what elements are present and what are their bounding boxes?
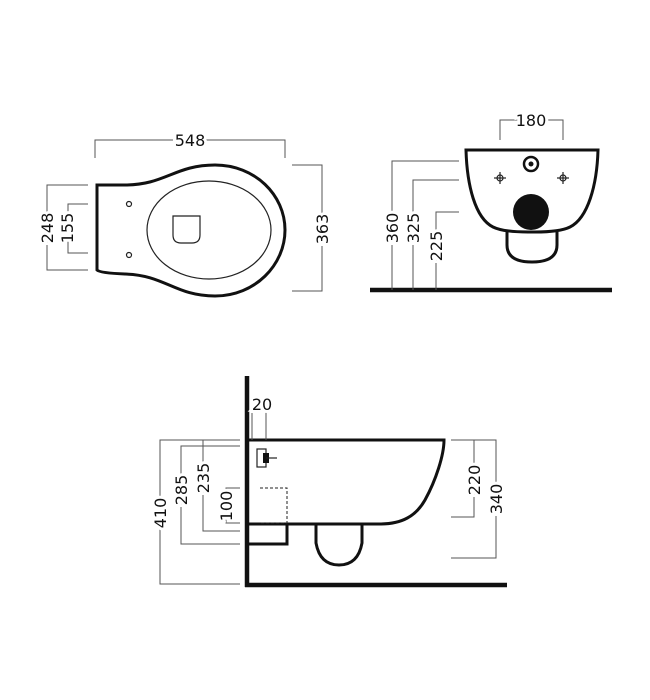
dim-548-line <box>94 139 286 158</box>
side-view: 20 410 285 235 100 220 340 <box>148 376 509 588</box>
top-view-fixing-hole-upper <box>125 200 133 208</box>
front-view-fixing-left <box>494 172 506 184</box>
dim-248-line <box>46 184 88 271</box>
dim-285-label: 285 <box>172 475 191 506</box>
dim-225-label: 225 <box>427 231 446 262</box>
dim-410-label: 410 <box>151 498 170 529</box>
front-view-inlet-core <box>528 161 534 167</box>
dim-548-label: 548 <box>175 131 206 150</box>
front-view-outlet <box>513 194 549 230</box>
side-view-drain-dashed <box>260 487 288 524</box>
dim-363-label: 363 <box>313 214 332 245</box>
top-view-fixing-hole-lower <box>125 251 133 259</box>
dim-235-line <box>202 439 240 532</box>
side-view-skirt <box>314 524 364 567</box>
dim-248-label: 248 <box>38 213 57 244</box>
dim-100-label: 100 <box>217 491 236 522</box>
dim-285-line <box>180 445 240 545</box>
dim-220-label: 220 <box>465 465 484 496</box>
top-view: 548 248 155 363 <box>35 128 335 298</box>
dim-20-label: 20 <box>252 395 272 414</box>
dim-325-line <box>412 179 459 290</box>
dim-410-line <box>159 439 240 585</box>
dim-155-label: 155 <box>58 213 77 244</box>
dim-180-label: 180 <box>516 111 547 130</box>
front-view-inlet-ring <box>522 155 540 173</box>
dim-363-line <box>292 164 323 292</box>
dim-340-line <box>451 439 497 559</box>
front-view-skirt <box>505 232 559 264</box>
front-view-fixing-right <box>557 172 569 184</box>
dim-20-line <box>251 412 267 440</box>
top-view-drain <box>172 215 201 244</box>
side-view-bowl-outline <box>249 438 446 526</box>
dim-225-line <box>435 211 459 290</box>
front-view: 180 360 325 225 <box>370 108 612 293</box>
dim-235-label: 235 <box>194 463 213 494</box>
dim-360-label: 360 <box>383 213 402 244</box>
side-view-base-block <box>249 522 289 546</box>
front-view-bowl-outline <box>464 148 600 234</box>
dim-100-line <box>225 487 240 524</box>
dim-325-label: 325 <box>404 213 423 244</box>
top-view-bowl-outline <box>95 163 287 298</box>
dim-340-label: 340 <box>487 484 506 515</box>
dim-155-line <box>67 203 88 254</box>
top-view-seat-ellipse <box>146 180 272 280</box>
dim-360-line <box>391 160 459 290</box>
dim-180-line <box>499 119 564 140</box>
